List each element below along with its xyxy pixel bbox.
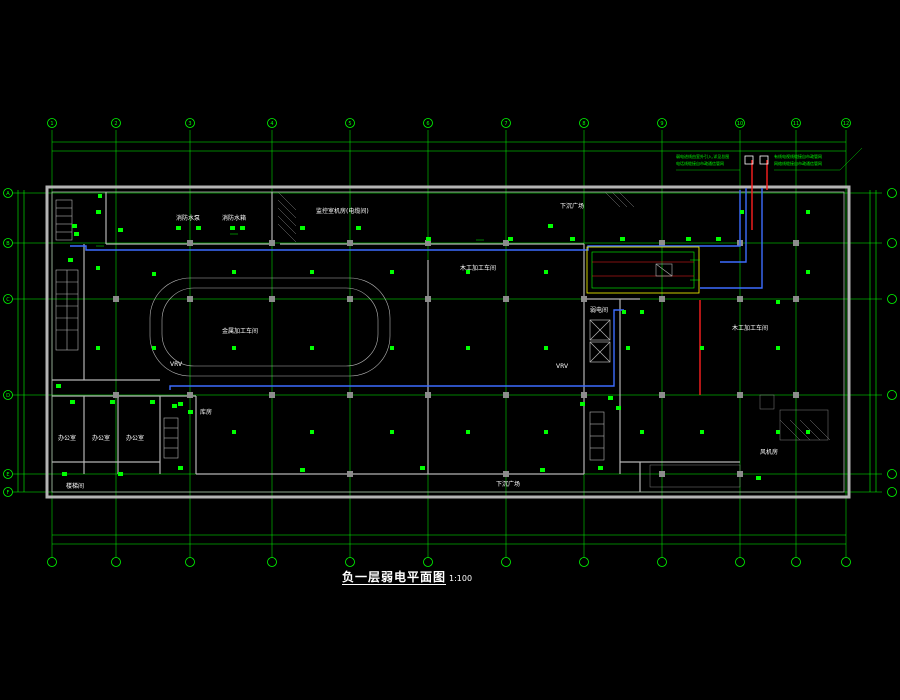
elevator-shafts	[589, 319, 611, 363]
room-label-vrv-2: VRV	[556, 363, 569, 370]
device-outlets	[56, 194, 810, 480]
room-label-wood-workshop-1: 木工加工车间	[460, 264, 496, 272]
legend-note: 有线电视线缆接自市政管网	[774, 153, 822, 159]
axis-bubbles-top	[47, 118, 851, 128]
room-label-water-tank: 消防水箱	[222, 214, 246, 222]
room-label-office-1: 办公室	[58, 434, 76, 442]
axis-label-top: 9	[660, 121, 663, 127]
room-label-pump-control: 监控室机房(电缆间)	[316, 207, 369, 215]
track-outline	[149, 277, 391, 377]
room-label-wood-workshop-2: 木工加工车间	[732, 324, 768, 332]
room-label-metal-workshop: 金属加工车间	[222, 327, 258, 335]
stairs	[55, 199, 605, 461]
row-grid-lines	[12, 192, 882, 493]
axis-label-top: 11	[793, 121, 799, 127]
axis-label-left: F	[7, 490, 10, 496]
room-label-stair: 楼梯间	[66, 482, 84, 490]
axis-label-top: 8	[582, 121, 585, 127]
cable-runs	[70, 160, 768, 395]
axis-label-top: 6	[426, 121, 429, 127]
service-entry-boxes	[744, 155, 769, 165]
axis-label-top: 7	[504, 121, 507, 127]
legend-note: 弱电进线由室外引入,详见总图	[676, 153, 729, 159]
room-label-equip-room: 弱电间	[590, 306, 608, 314]
axis-bubbles-left	[3, 188, 13, 497]
axis-label-left: A	[6, 191, 10, 197]
ramp-hatching	[277, 191, 831, 441]
axis-label-left: D	[6, 393, 10, 399]
outer-walls	[45, 185, 851, 499]
room-label-office-2: 办公室	[92, 434, 110, 442]
structural-columns	[113, 240, 799, 477]
legend-note: 电话线缆接自市政通信管网	[676, 160, 724, 166]
room-label-vrv-1: VRV	[170, 361, 183, 368]
equipment-room	[586, 246, 700, 294]
axis-label-left: E	[6, 472, 9, 478]
axis-label-top: 10	[737, 121, 743, 127]
room-label-ramp-top: 下沉广场	[560, 202, 584, 210]
axis-label-top: 1	[50, 121, 53, 127]
interior-walls	[52, 192, 740, 492]
leader-lines	[676, 147, 863, 171]
room-label-fire-pump: 消防水泵	[176, 214, 200, 222]
axis-label-top: 5	[348, 121, 351, 127]
room-label-office-3: 办公室	[126, 434, 144, 442]
room-label-ramp-bottom: 下沉广场	[496, 480, 520, 488]
axis-label-left: B	[6, 241, 10, 247]
legend-note: 网络线缆接自市政通信管网	[774, 160, 822, 166]
axis-label-left: C	[6, 297, 10, 303]
axis-label-top: 4	[270, 121, 273, 127]
axis-bubbles-right	[887, 188, 897, 497]
room-label-fan-room: 风机房	[760, 448, 778, 456]
room-label-storage: 库房	[200, 408, 212, 416]
axis-label-top: 12	[843, 121, 849, 127]
axis-label-top: 2	[114, 121, 117, 127]
axis-label-top: 3	[188, 121, 191, 127]
drawing-scale: 1:100	[449, 574, 473, 583]
annotation-ticks	[96, 233, 700, 281]
dimension-lines	[17, 141, 877, 545]
drawing-title: 负一层弱电平面图	[342, 570, 447, 585]
axis-bubbles-bottom	[47, 557, 851, 567]
